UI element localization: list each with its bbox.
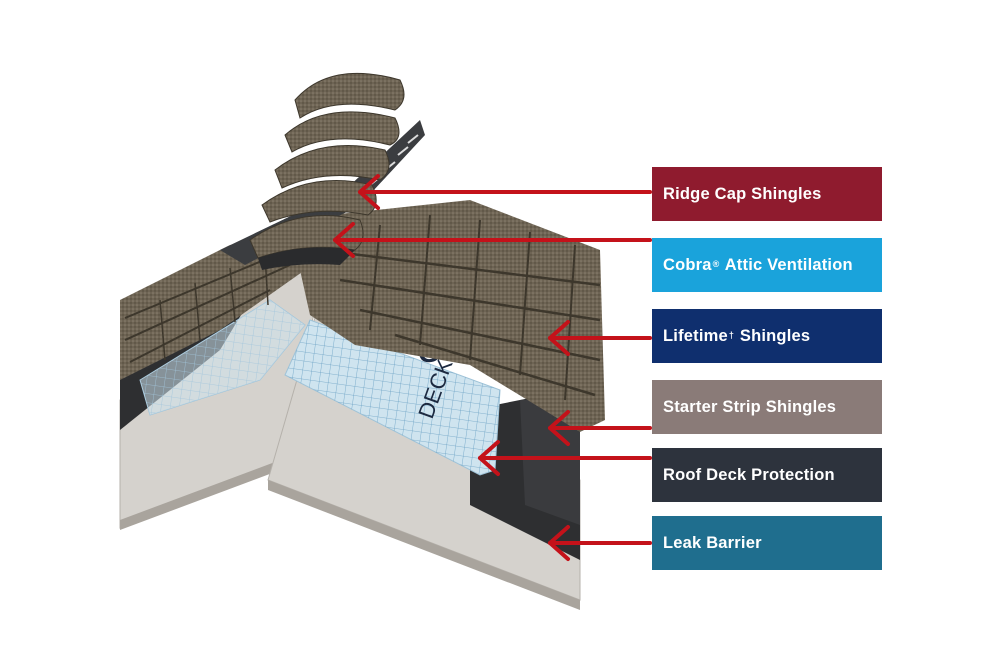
label-text-suffix: Shingles (735, 326, 811, 345)
arrow-ridge-cap (358, 174, 652, 210)
arrow-attic-ventilation (333, 222, 652, 258)
arrow-lifetime-shingles (548, 320, 652, 356)
label-roof-deck-protection: Roof Deck Protection (652, 448, 882, 502)
arrow-starter-strip (548, 410, 652, 446)
right-deck-edge (268, 480, 580, 610)
label-starter-strip-shingles: Starter Strip Shingles (652, 380, 882, 434)
label-text: Ridge Cap Shingles (663, 184, 822, 203)
left-roof-slope (119, 235, 321, 530)
label-text: Cobra (663, 255, 712, 274)
left-shingle-field (120, 235, 305, 380)
label-text-suffix: Attic Ventilation (720, 255, 853, 274)
label-leak-barrier: Leak Barrier (652, 516, 882, 570)
right-roof-slope: G DECK (267, 200, 605, 610)
left-deck-edge (120, 462, 275, 530)
ridge-assembly (220, 72, 425, 270)
right-shingle-field (300, 200, 605, 432)
ridge-cap-dark-underside (258, 247, 355, 270)
label-text: Lifetime (663, 326, 728, 345)
ridge-cap-shingle-1 (294, 72, 405, 119)
label-ridge-cap-shingles: Ridge Cap Shingles (652, 167, 882, 221)
label-lifetime-shingles: Lifetime† Shingles (652, 309, 882, 363)
left-underlayment-tint (140, 300, 305, 415)
ridge-cap-shingle-3 (274, 145, 390, 189)
label-text: Roof Deck Protection (663, 465, 835, 484)
arrow-leak-barrier (548, 525, 652, 561)
arrow-roof-deck-protection (478, 440, 652, 476)
label-text: Leak Barrier (663, 533, 762, 552)
right-underlayment-grid (285, 320, 500, 475)
callout-arrows (333, 174, 652, 561)
label-text: Starter Strip Shingles (663, 397, 837, 416)
ridge-cap-shingle-2 (284, 111, 400, 153)
label-cobra-attic-ventilation: Cobra® Attic Ventilation (652, 238, 882, 292)
registered-mark: ® (712, 259, 720, 269)
dagger-mark: † (728, 330, 735, 340)
